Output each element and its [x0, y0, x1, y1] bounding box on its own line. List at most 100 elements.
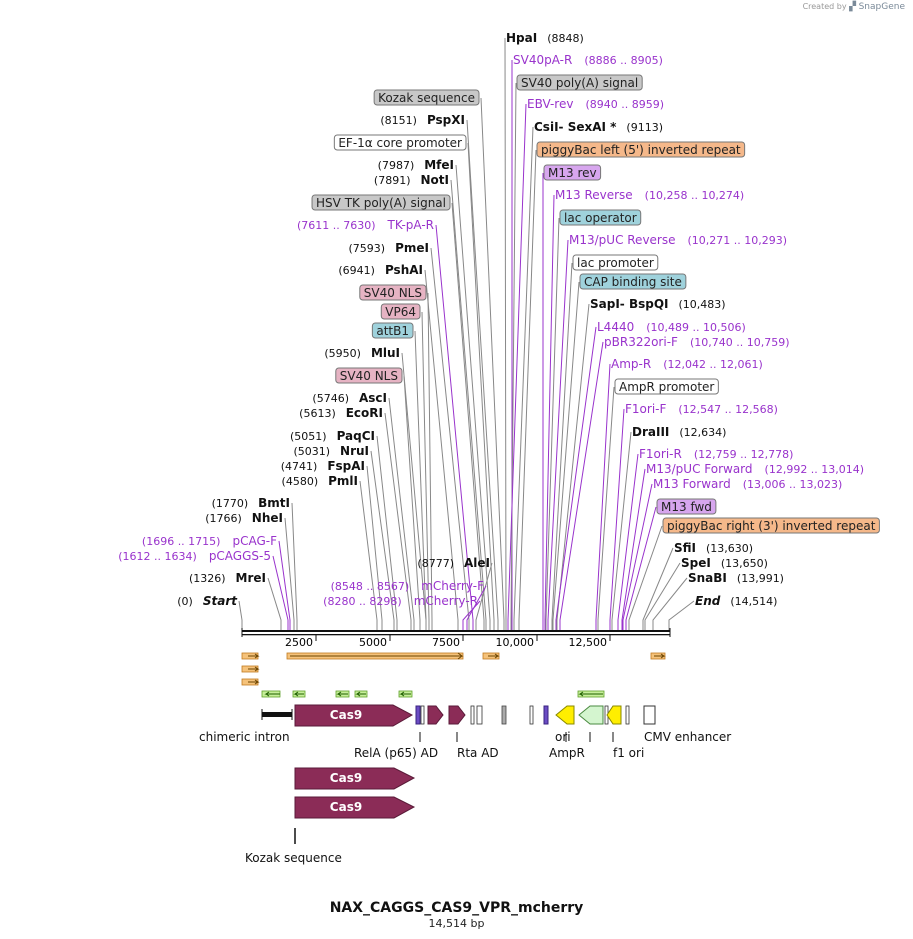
- label-text: SfiI: [674, 541, 696, 555]
- map-label-sv40-nls[interactable]: SV40 NLS: [359, 284, 427, 301]
- map-label-sapi[interactable]: SapI - BspQI(10,483): [590, 297, 726, 311]
- map-label-m13-reverse[interactable]: M13 Reverse(10,258 .. 10,274): [555, 188, 744, 202]
- map-label-sfii[interactable]: SfiI(13,630): [674, 541, 753, 555]
- map-label-pcaggs-5[interactable]: (1612 .. 1634)pCAGGS-5: [118, 549, 271, 563]
- map-label-sv40pa-r[interactable]: SV40pA-R(8886 .. 8905): [513, 53, 663, 67]
- map-label-attb1[interactable]: attB1: [371, 322, 414, 339]
- map-label-l4440[interactable]: L4440(10,489 .. 10,506): [597, 320, 746, 334]
- map-label-lac-operator[interactable]: lac operator: [559, 209, 642, 226]
- map-label-pmei[interactable]: (7593)PmeI: [349, 241, 429, 255]
- ruler-tick-10000: 10,000: [496, 636, 535, 649]
- label-text: AscI: [359, 391, 387, 405]
- label-text: PspXI: [427, 113, 465, 127]
- label-text: (12,992 .. 13,014): [765, 463, 865, 476]
- map-label-kozak-sequence[interactable]: Kozak sequence: [373, 89, 480, 106]
- connector-line: [551, 262, 573, 630]
- cas9-extra-arrow-2: [294, 796, 416, 819]
- map-label-f1ori-f[interactable]: F1ori-F(12,547 .. 12,568): [625, 402, 778, 416]
- map-label-draiii[interactable]: DraIII(12,634): [632, 425, 726, 439]
- map-label-ecori[interactable]: (5613)EcoRI: [299, 406, 383, 420]
- connector-line: [595, 363, 611, 630]
- label-text: CsiI: [534, 120, 559, 134]
- map-label-amp-r[interactable]: Amp-R(12,042 .. 12,061): [611, 357, 763, 371]
- map-label-m13-rev[interactable]: M13 rev: [543, 164, 602, 181]
- map-label-ef-1-core-promoter[interactable]: EF-1α core promoter: [333, 134, 467, 151]
- map-label-asci[interactable]: (5746) AscI: [312, 391, 387, 405]
- label-text: pCAG-F: [232, 534, 277, 548]
- map-label-hpai[interactable]: HpaI(8848): [506, 31, 584, 45]
- map-label-alei[interactable]: (8777)AleI: [417, 556, 490, 570]
- label-text: MreI: [236, 571, 266, 585]
- map-label-hsv-tk-poly-a-signal[interactable]: HSV TK poly(A) signal: [311, 194, 451, 211]
- label-text: (12,042 .. 12,061): [663, 358, 763, 371]
- map-label-mcherry-f[interactable]: (8548 .. 8567)mCherry-F: [331, 579, 484, 593]
- cmv-enhancer-label: CMV enhancer: [644, 730, 731, 744]
- map-label-start[interactable]: (0)Start: [177, 594, 238, 608]
- map-label-piggybac-right-3-inverted-repeat[interactable]: piggyBac right (3') inverted repeat: [662, 517, 880, 534]
- map-label-mcherry-r[interactable]: (8280 .. 8298) mCherry-R: [323, 594, 478, 608]
- map-label-pbr322ori-f[interactable]: pBR322ori-F(10,740 .. 10,759): [604, 335, 790, 349]
- label-text: SV40 NLS: [340, 369, 398, 383]
- connector-line: [513, 126, 534, 630]
- map-label-mlui[interactable]: (5950)MluI: [324, 346, 400, 360]
- map-label-m13-fwd[interactable]: M13 fwd: [656, 498, 717, 515]
- label-text: (8280 .. 8298): [323, 595, 402, 608]
- label-text: F1ori-R: [639, 447, 682, 461]
- map-label-fspai[interactable]: (4741)FspAI: [281, 459, 365, 473]
- label-text: EBV-rev: [527, 97, 573, 111]
- map-label-vp64[interactable]: VP64: [380, 303, 421, 320]
- cmv-enhancer-feature: [643, 705, 656, 725]
- map-label-sv40-nls[interactable]: SV40 NLS: [335, 367, 403, 384]
- map-label-csii[interactable]: CsiI - SexAI *(9113): [534, 120, 663, 134]
- plasmid-name: NAX_CAGGS_CAS9_VPR_mcherry: [329, 900, 584, 916]
- connector-line: [611, 431, 632, 630]
- map-label-noti[interactable]: (7891)NotI: [374, 173, 449, 187]
- map-label-cap-binding-site[interactable]: CAP binding site: [579, 273, 687, 290]
- label-text: (5031): [293, 445, 330, 458]
- label-text: lac operator: [564, 211, 637, 225]
- label-text: (12,759 .. 12,778): [694, 448, 794, 461]
- map-label-mrei[interactable]: (1326)MreI: [189, 571, 266, 585]
- map-label-m13-puc-forward[interactable]: M13/pUC Forward(12,992 .. 13,014): [646, 462, 864, 476]
- label-text: (5746): [312, 392, 349, 405]
- map-label-ampr-promoter[interactable]: AmpR promoter: [614, 378, 719, 395]
- label-text: (10,258 .. 10,274): [645, 189, 745, 202]
- ruler-tick-12500: 12,500: [569, 636, 608, 649]
- ruler-tick-2500: 2500: [285, 636, 313, 649]
- map-label-end[interactable]: End(14,514): [695, 594, 777, 608]
- label-text: (8151): [380, 114, 417, 127]
- map-label-ebv-rev[interactable]: EBV-rev (8940 .. 8959): [527, 97, 664, 111]
- map-label-snabi[interactable]: SnaBI(13,991): [688, 571, 784, 585]
- chimeric-intron-label: chimeric intron: [199, 730, 290, 744]
- map-label-f1ori-r[interactable]: F1ori-R (12,759 .. 12,778): [639, 447, 793, 461]
- map-label-mfei[interactable]: (7987)MfeI: [378, 158, 454, 172]
- connector-line: [652, 577, 688, 630]
- map-label-nrui[interactable]: (5031)NruI: [293, 444, 369, 458]
- ruler-tick-5000: 5000: [359, 636, 387, 649]
- map-label-nhei[interactable]: (1766)NheI: [205, 511, 283, 525]
- label-text: Kozak sequence: [378, 91, 475, 105]
- map-label-lac-promoter[interactable]: lac promoter: [572, 254, 659, 271]
- map-label-pspxi[interactable]: (8151) PspXI: [380, 113, 465, 127]
- map-label-pmli[interactable]: (4580)PmlI: [282, 474, 358, 488]
- map-label-paqci[interactable]: (5051)PaqCI: [290, 429, 375, 443]
- map-label-tk-pa-r[interactable]: (7611 .. 7630)TK-pA-R: [297, 218, 434, 232]
- map-label-pcag-f[interactable]: (1696 .. 1715)pCAG-F: [142, 534, 277, 548]
- map-label-sv40-poly-a-signal[interactable]: SV40 poly(A) signal: [516, 74, 643, 91]
- connector-line: [547, 239, 569, 630]
- label-text: (8940 .. 8959): [585, 98, 664, 111]
- rta-label: Rta AD: [457, 746, 499, 760]
- map-label-spei[interactable]: SpeI(13,650): [681, 556, 768, 570]
- connector-line: [430, 247, 470, 630]
- rela-label: RelA (p65) AD: [354, 746, 438, 760]
- label-text: M13/pUC Reverse: [569, 233, 676, 247]
- connector-line: [376, 435, 398, 630]
- map-label-piggybac-left-5-inverted-repeat[interactable]: piggyBac left (5') inverted repeat: [536, 141, 746, 158]
- label-text: mCherry-R: [414, 594, 478, 608]
- label-text: (5051): [290, 430, 327, 443]
- map-label-m13-forward[interactable]: M13 Forward(13,006 .. 13,023): [653, 477, 842, 491]
- cas9-label: Cas9: [330, 708, 362, 722]
- map-label-pshai[interactable]: (6941)PshAI: [338, 263, 423, 277]
- map-label-m13-puc-reverse[interactable]: M13/pUC Reverse(10,271 .. 10,293): [569, 233, 787, 247]
- map-label-bmti[interactable]: (1770)BmtI: [212, 496, 290, 510]
